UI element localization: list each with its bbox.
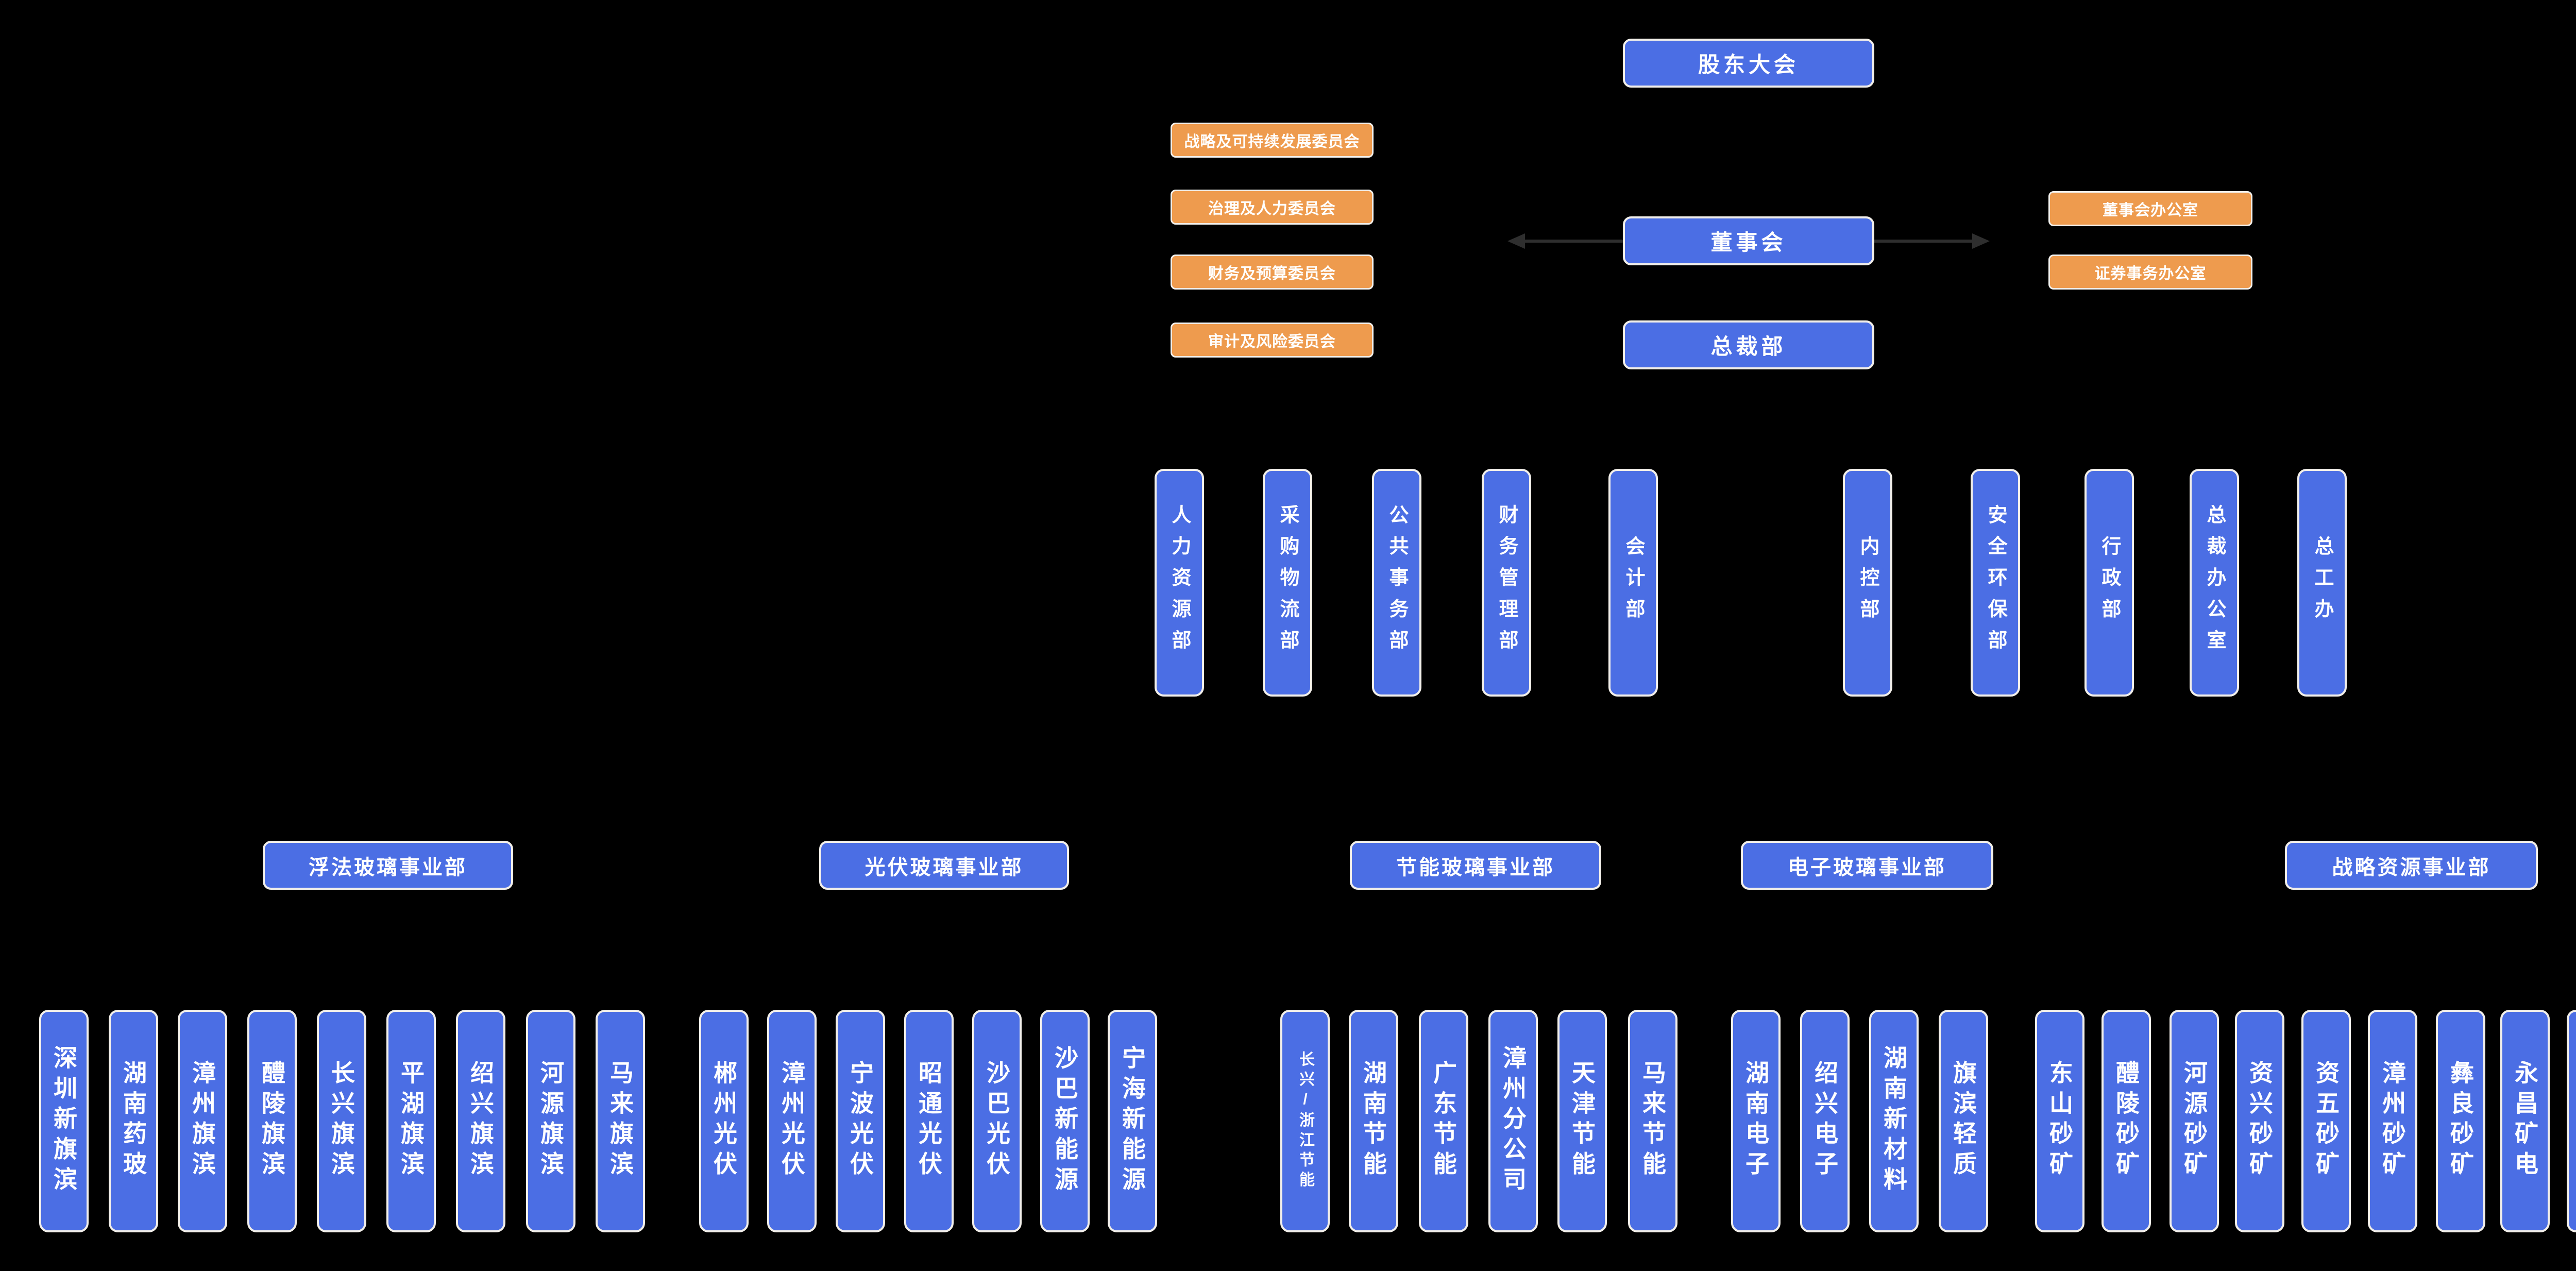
board-arrow-left-line [1518,240,1623,243]
department-box: 内控部 [1843,469,1892,697]
committee-box: 财务及预算委员会 [1171,255,1374,290]
subsidiary-box: 漳州砂矿 [2368,1010,2417,1232]
subsidiary-box: 醴陵旗滨 [247,1010,297,1232]
department-box: 行政部 [2084,469,2134,697]
subsidiary-box: 资兴砂矿 [2235,1010,2284,1232]
department-box: 安全环保部 [1971,469,2020,697]
division-header: 浮法玻璃事业部 [263,841,513,890]
board-arrow-right-line [1874,240,1979,243]
office-box: 证券事务办公室 [2048,255,2252,290]
node-board-of-directors: 董事会 [1623,216,1874,265]
subsidiary-box: 东山砂矿 [2035,1010,2084,1232]
department-box: 人力资源部 [1155,469,1204,697]
subsidiary-box: 绍兴旗滨 [456,1010,505,1232]
subsidiary-box: 彝良砂矿 [2436,1010,2485,1232]
subsidiary-box: 湖南新材料 [1869,1010,1919,1232]
subsidiary-box: 资五砂矿 [2301,1010,2351,1232]
subsidiary-box: 马来节能 [1628,1010,1677,1232]
subsidiary-box: 沙巴新能源 [1040,1010,1090,1232]
department-box: 会计部 [1608,469,1658,697]
subsidiary-box: 郴州光伏 [699,1010,749,1232]
subsidiary-box: 深圳新旗滨 [39,1010,89,1232]
subsidiary-box: 河源旗滨 [526,1010,575,1232]
subsidiary-box: 宁波光伏 [836,1010,885,1232]
subsidiary-box: 永昌矿电 [2500,1010,2550,1232]
arrowhead-left-icon [1507,233,1525,249]
subsidiary-box: 湖南电子 [1731,1010,1781,1232]
node-president-office: 总裁部 [1623,320,1874,369]
subsidiary-box: 宁海新能源 [1108,1010,1157,1232]
subsidiary-box: 绍兴电子 [1800,1010,1850,1232]
division-header: 战略资源事业部 [2285,841,2538,890]
subsidiary-box: 长兴/浙江节能 [1280,1010,1330,1232]
committee-box: 战略及可持续发展委员会 [1171,123,1374,158]
division-header: 光伏玻璃事业部 [819,841,1069,890]
committee-box: 治理及人力委员会 [1171,190,1374,225]
subsidiary-box: 马来旗滨 [596,1010,645,1232]
department-box: 采购物流部 [1263,469,1312,697]
subsidiary-box: 天津节能 [1557,1010,1607,1232]
subsidiary-box: 沙巴光伏 [972,1010,1022,1232]
division-header: 节能玻璃事业部 [1350,841,1601,890]
subsidiary-box: 漳州分公司 [1488,1010,1538,1232]
subsidiary-box: 长兴旗滨 [317,1010,366,1232]
subsidiary-box: 漳州旗滨 [178,1010,227,1232]
subsidiary-box: 广东节能 [1419,1010,1468,1232]
arrowhead-right-icon [1972,233,1990,249]
subsidiary-box: 马来砂矿 [2567,1010,2576,1232]
subsidiary-box: 昭通光伏 [904,1010,954,1232]
department-box: 公共事务部 [1372,469,1421,697]
committee-box: 审计及风险委员会 [1171,323,1374,358]
subsidiary-box: 河源砂矿 [2170,1010,2219,1232]
department-box: 总工办 [2297,469,2347,697]
subsidiary-box: 湖南节能 [1349,1010,1398,1232]
subsidiary-box: 漳州光伏 [767,1010,817,1232]
division-header: 电子玻璃事业部 [1741,841,1993,890]
department-box: 总裁办公室 [2190,469,2239,697]
node-shareholders-meeting: 股东大会 [1623,39,1874,88]
subsidiary-box: 醴陵砂矿 [2102,1010,2151,1232]
subsidiary-box: 平湖旗滨 [386,1010,436,1232]
office-box: 董事会办公室 [2048,191,2252,226]
subsidiary-box: 湖南药玻 [109,1010,158,1232]
subsidiary-box: 旗滨轻质 [1939,1010,1988,1232]
department-box: 财务管理部 [1482,469,1531,697]
